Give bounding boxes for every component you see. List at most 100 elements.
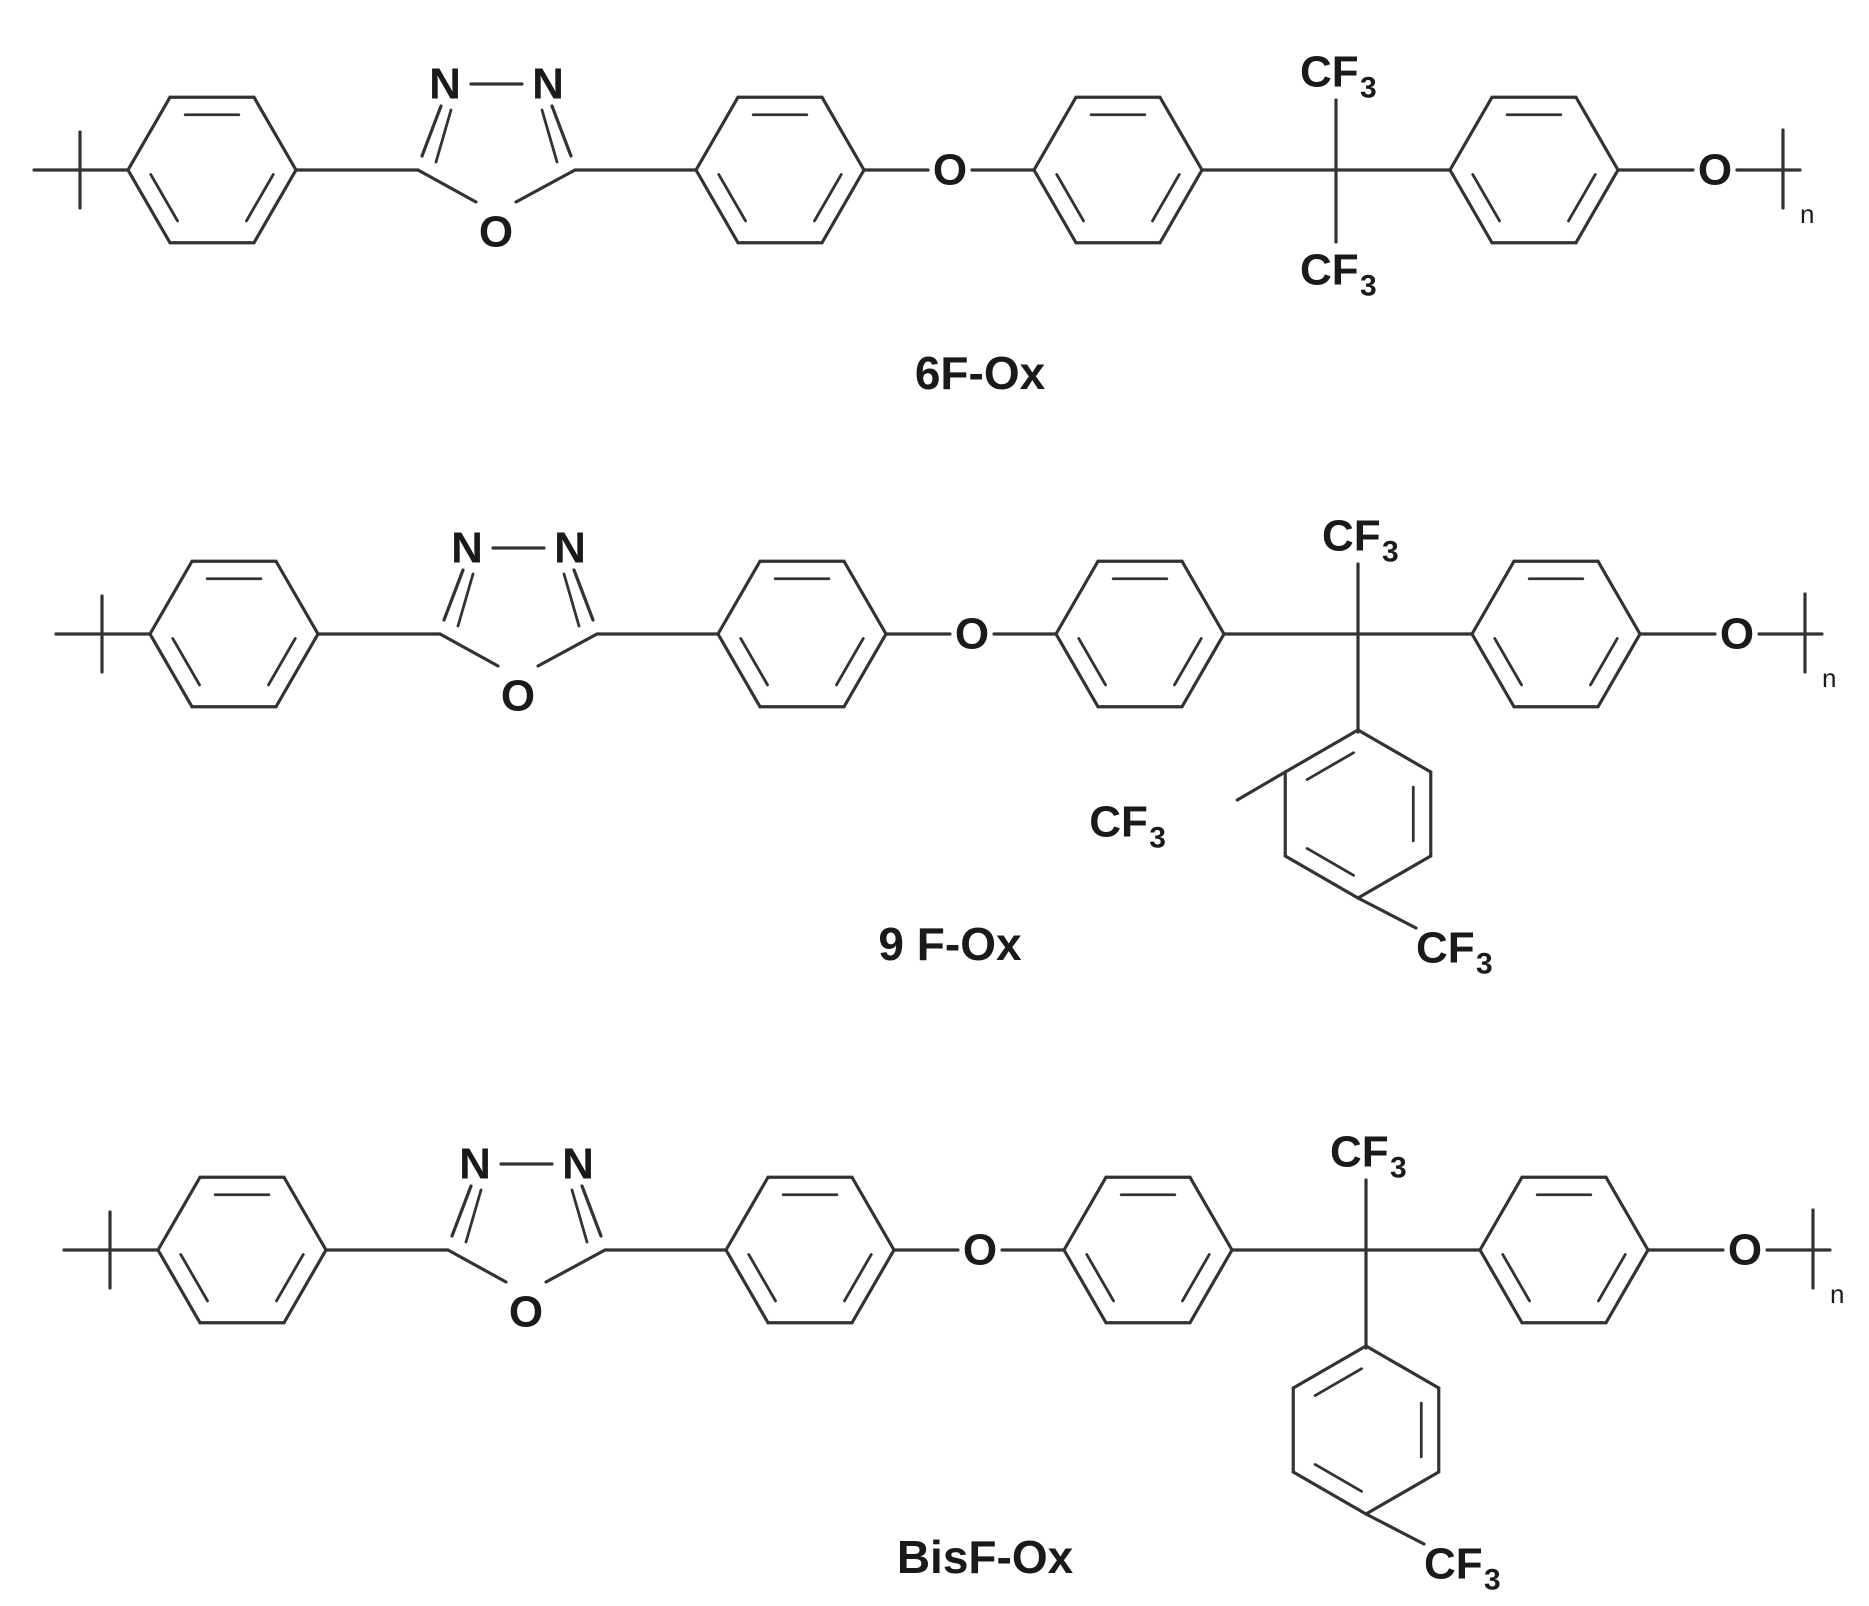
ring-double-bond xyxy=(464,1188,483,1244)
ring-bond xyxy=(1158,168,1204,245)
ring-double-bond xyxy=(1567,173,1597,223)
ring-double-bond xyxy=(1173,637,1203,687)
ring-bond xyxy=(252,95,298,172)
ring-bond xyxy=(416,168,478,204)
ring-double-bond xyxy=(1471,173,1501,223)
ring-double-bond xyxy=(843,1253,873,1303)
ring-bond xyxy=(850,1248,896,1325)
ring-bond xyxy=(148,632,194,709)
oxygen-atom: O xyxy=(501,672,535,721)
ring-bond xyxy=(842,559,888,636)
ether-oxygen: O xyxy=(963,1226,997,1275)
trifluoromethyl-group-subscript: 3 xyxy=(1360,270,1377,303)
ring-bond xyxy=(438,632,500,668)
ring-double-bond xyxy=(149,173,179,223)
ring-bond xyxy=(1356,854,1433,900)
benzene-ring xyxy=(724,1175,896,1325)
ring-double-bond xyxy=(1055,173,1085,223)
repeat-unit-n: n xyxy=(1830,1279,1844,1309)
ring-bond xyxy=(536,632,599,668)
ring-bond xyxy=(1604,1248,1650,1325)
ring-bond xyxy=(1032,168,1078,245)
ring-double-bond xyxy=(1181,1253,1211,1303)
ether-oxygen: O xyxy=(955,610,989,659)
ring-bond xyxy=(580,1184,603,1238)
repeat-unit-n: n xyxy=(1800,199,1814,229)
trifluoromethyl-group: CF xyxy=(1089,798,1148,847)
ring-bond xyxy=(1448,168,1494,245)
ring-bond xyxy=(1596,559,1642,636)
ring-bond xyxy=(1188,1248,1234,1325)
trifluoromethyl-group-subscript: 3 xyxy=(1360,72,1377,105)
ring-bond xyxy=(694,95,740,172)
structure-label: BisF-Ox xyxy=(897,1531,1074,1583)
ring-bond xyxy=(252,168,298,245)
structure-label: 6F-Ox xyxy=(915,347,1046,399)
ring-bond xyxy=(282,1175,328,1252)
ring-bond xyxy=(550,104,573,158)
ring-bond xyxy=(1478,1248,1524,1325)
ring-bond xyxy=(126,168,172,245)
ring-bond xyxy=(1291,1344,1368,1390)
structure-label: 9 F-Ox xyxy=(878,918,1022,970)
ring-bond xyxy=(450,1184,473,1238)
benzene-ring xyxy=(1470,559,1642,709)
ether-oxygen: O xyxy=(1728,1226,1762,1275)
trifluoromethyl-group-subscript: 3 xyxy=(1390,1152,1407,1185)
bond xyxy=(1235,770,1287,802)
trifluoromethyl-group: CF xyxy=(1416,924,1475,973)
ring-bond xyxy=(1604,1175,1650,1252)
nitrogen-atom: N xyxy=(429,60,461,109)
ring-double-bond xyxy=(171,637,201,687)
ring-double-bond xyxy=(747,1253,777,1303)
ring-bond xyxy=(514,168,577,204)
ring-bond xyxy=(156,1175,202,1252)
ring-bond xyxy=(1448,95,1494,172)
ring-bond xyxy=(1283,854,1360,900)
ring-bond xyxy=(1188,1175,1234,1252)
ring-bond xyxy=(724,1248,770,1325)
benzene-ring xyxy=(1054,559,1226,709)
ring-bond xyxy=(694,168,740,245)
ring-bond xyxy=(842,632,888,709)
ring-bond xyxy=(1356,728,1433,774)
trifluoromethyl-group-subscript: 3 xyxy=(1484,1564,1501,1597)
ring-bond xyxy=(1180,559,1226,636)
ring-double-bond xyxy=(1151,173,1181,223)
ring-double-bond xyxy=(813,173,843,223)
trifluoromethyl-group: CF xyxy=(1300,246,1359,295)
ether-oxygen: O xyxy=(933,146,967,195)
ring-double-bond xyxy=(245,173,275,223)
ring-double-bond xyxy=(1493,637,1523,687)
ring-double-bond xyxy=(1085,1253,1115,1303)
ring-bond xyxy=(282,1248,328,1325)
ring-bond xyxy=(850,1175,896,1252)
ring-double-bond xyxy=(1305,751,1355,781)
benzene-ring xyxy=(1283,728,1433,900)
benzene-ring xyxy=(126,95,298,245)
ring-bond xyxy=(820,95,866,172)
benzene-ring xyxy=(1062,1175,1234,1325)
trifluoromethyl-group-subscript: 3 xyxy=(1382,536,1399,569)
ring-double-bond xyxy=(562,572,581,628)
ring-bond xyxy=(1032,95,1078,172)
ring-double-bond xyxy=(1501,1253,1531,1303)
ring-bond xyxy=(716,559,762,636)
trifluoromethyl-group: CF xyxy=(1424,1540,1483,1589)
ring-bond xyxy=(446,1248,508,1284)
benzene-ring xyxy=(148,559,320,709)
ring-double-bond xyxy=(1077,637,1107,687)
nitrogen-atom: N xyxy=(532,60,564,109)
ring-bond xyxy=(1158,95,1204,172)
ring-bond xyxy=(126,95,172,172)
bond xyxy=(1356,896,1418,930)
ring-bond xyxy=(1062,1175,1108,1252)
ring-double-bond xyxy=(717,173,747,223)
ring-double-bond xyxy=(540,108,559,164)
ring-bond xyxy=(572,568,595,622)
benzene-ring xyxy=(716,559,888,709)
